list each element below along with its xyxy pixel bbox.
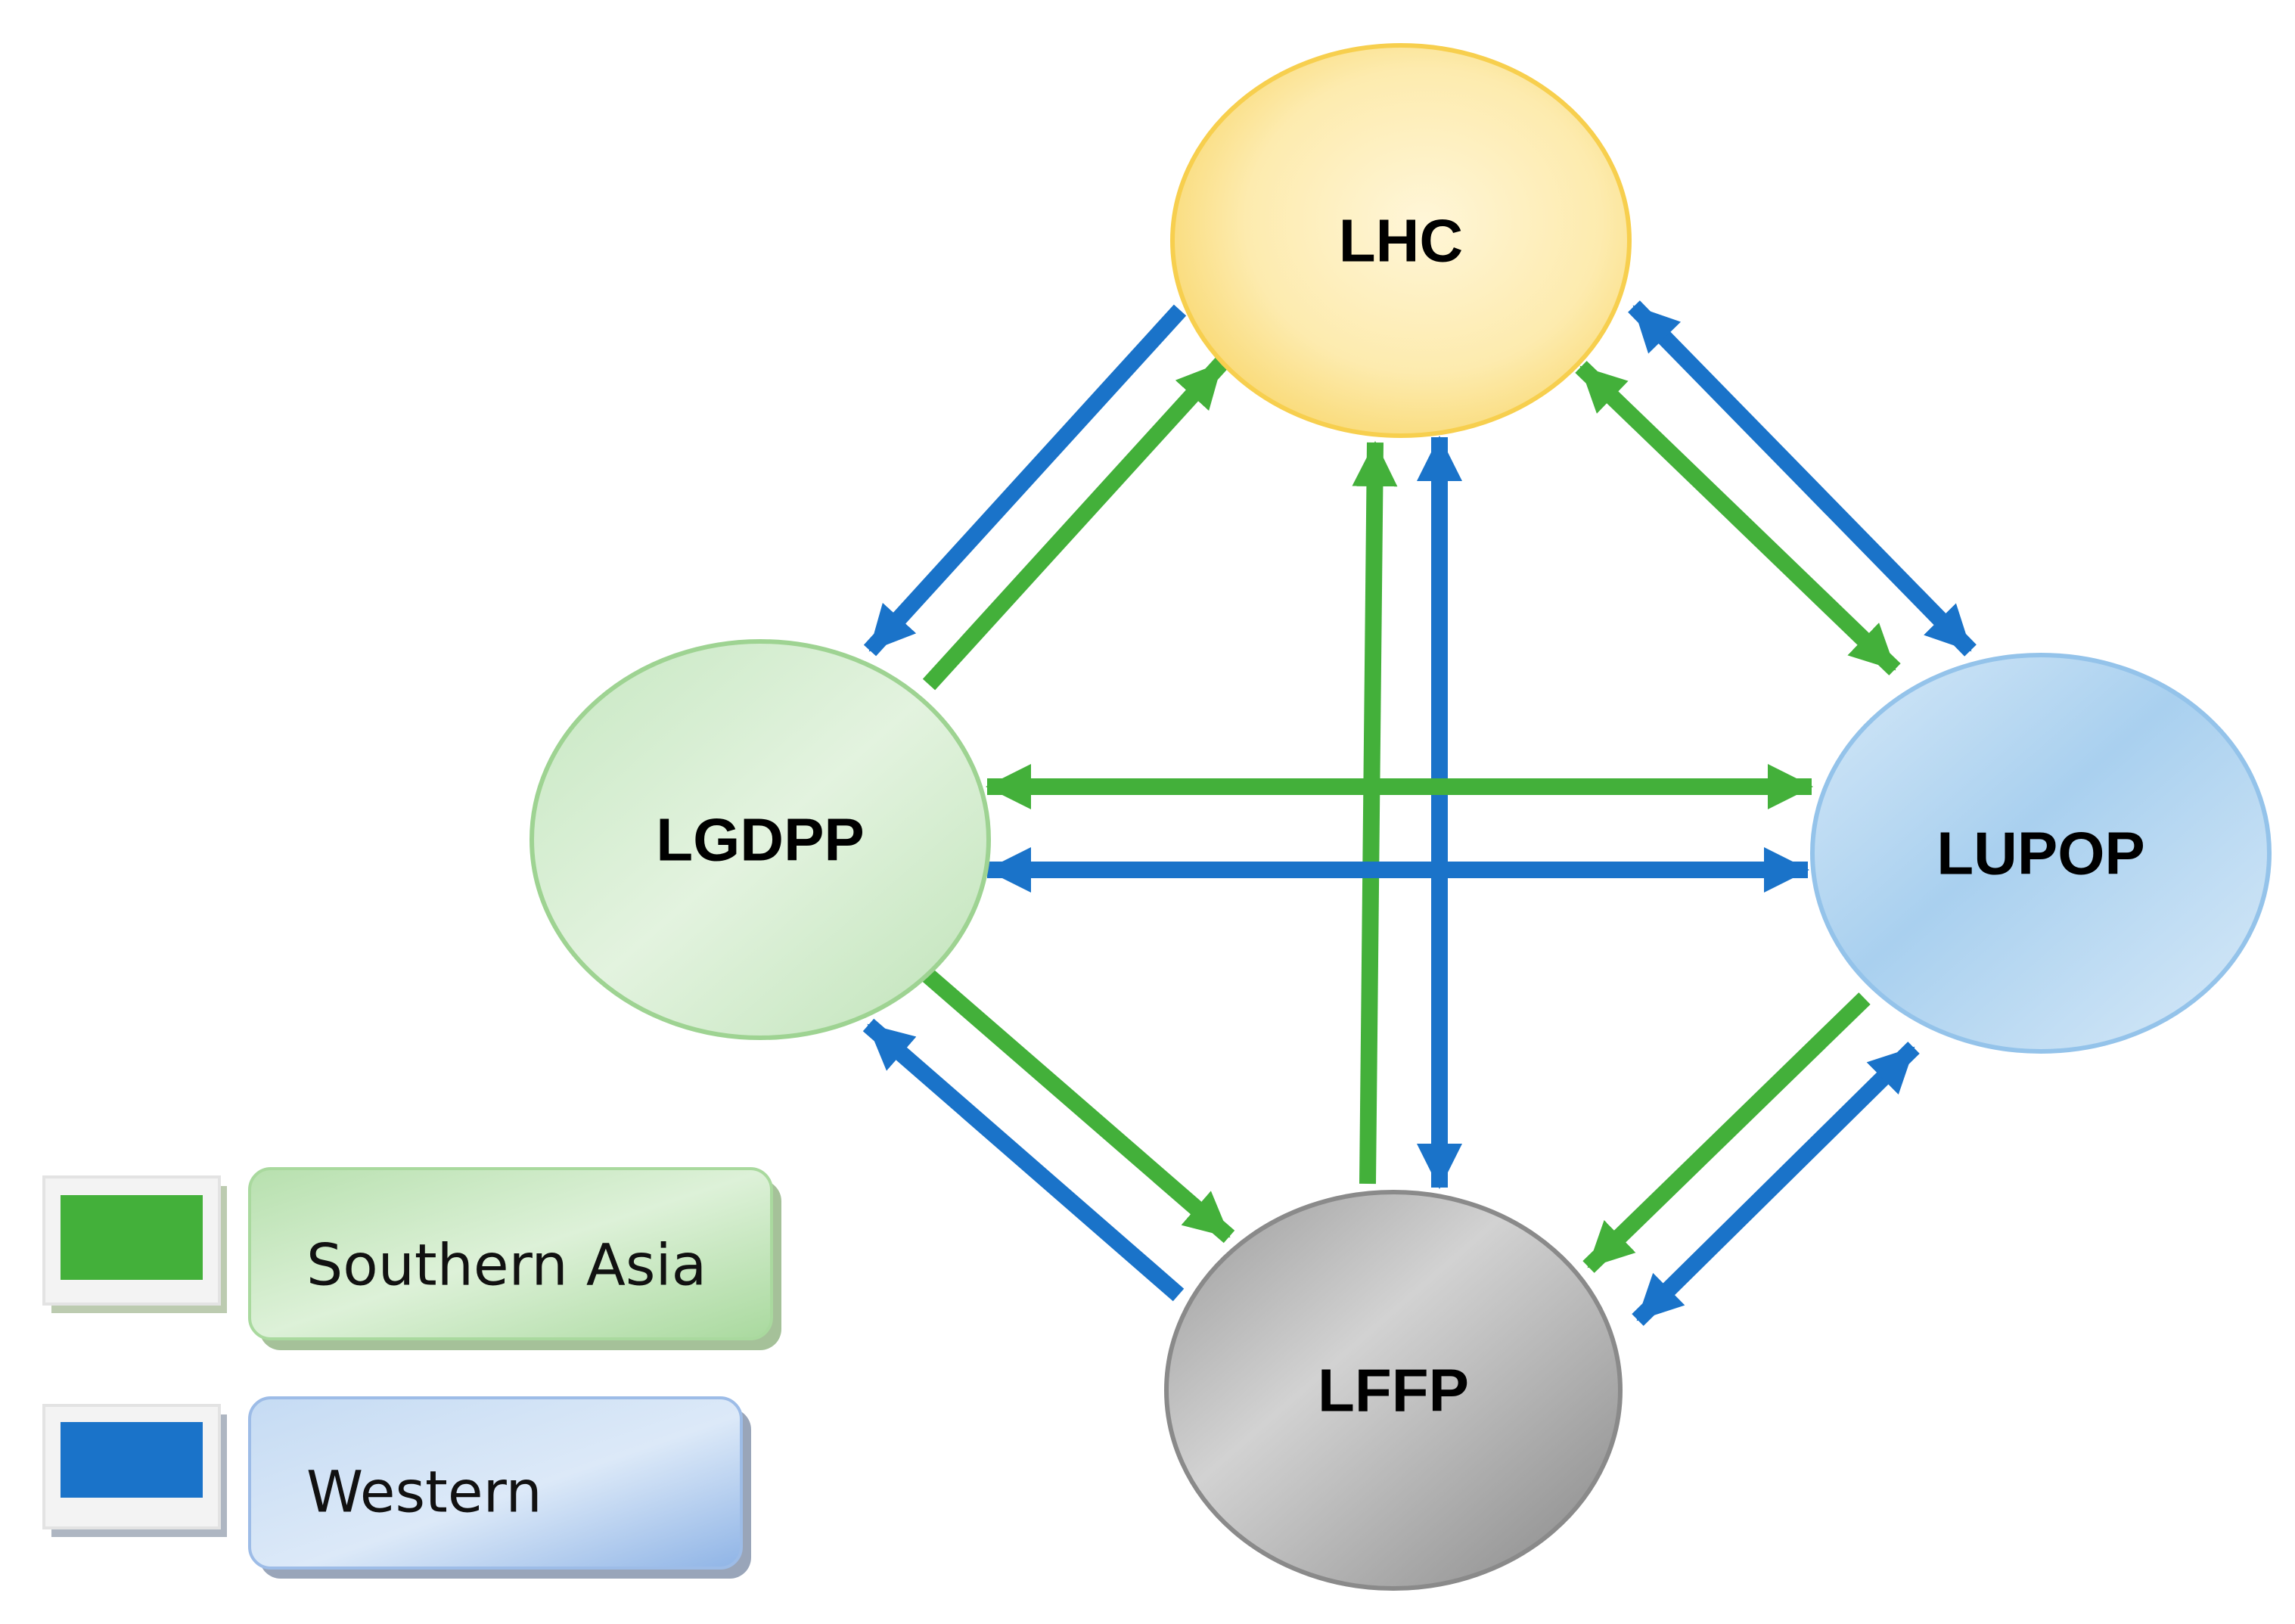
edge-western-lhc-lupop bbox=[1628, 300, 1977, 657]
node-lgdpp-label: LGDPP bbox=[656, 806, 865, 874]
edge-southern-lffp-lhc bbox=[1352, 441, 1398, 1185]
node-lffp-label: LFFP bbox=[1318, 1357, 1469, 1424]
edge-southern-lhc-lupop bbox=[1575, 361, 1901, 675]
edge-southern-lgdpp-lffp bbox=[921, 967, 1235, 1244]
node-lgdpp-shape bbox=[529, 639, 991, 1040]
node-lhc-label: LHC bbox=[1339, 207, 1463, 275]
legend-label-western: Western bbox=[306, 1458, 542, 1526]
node-lhc-shape bbox=[1170, 43, 1632, 438]
node-lupop-label: LUPOP bbox=[1936, 820, 2145, 887]
node-lhc: LHC bbox=[1170, 43, 1632, 438]
node-lffp-shape bbox=[1164, 1190, 1623, 1591]
node-lffp: LFFP bbox=[1164, 1190, 1623, 1591]
legend-item-southern-asia: Southern Asia bbox=[42, 1167, 781, 1350]
node-lupop-shape bbox=[1810, 653, 2272, 1054]
legend: Southern Asia Western bbox=[42, 1167, 781, 1579]
legend-box-southern bbox=[248, 1167, 773, 1340]
legend-item-western: Western bbox=[42, 1396, 751, 1579]
edge-western-lffp-lgdpp bbox=[862, 1018, 1185, 1302]
legend-label-southern: Southern Asia bbox=[306, 1231, 707, 1299]
legend-box-western bbox=[248, 1396, 743, 1570]
edge-western-lhc-lgdpp bbox=[863, 304, 1187, 657]
node-lupop: LUPOP bbox=[1810, 653, 2272, 1054]
edge-southern-lgdpp-lhc bbox=[922, 357, 1228, 691]
edges bbox=[862, 300, 1977, 1326]
edge-western-lffp-lupop bbox=[1632, 1042, 1920, 1326]
node-lgdpp: LGDPP bbox=[529, 639, 991, 1040]
